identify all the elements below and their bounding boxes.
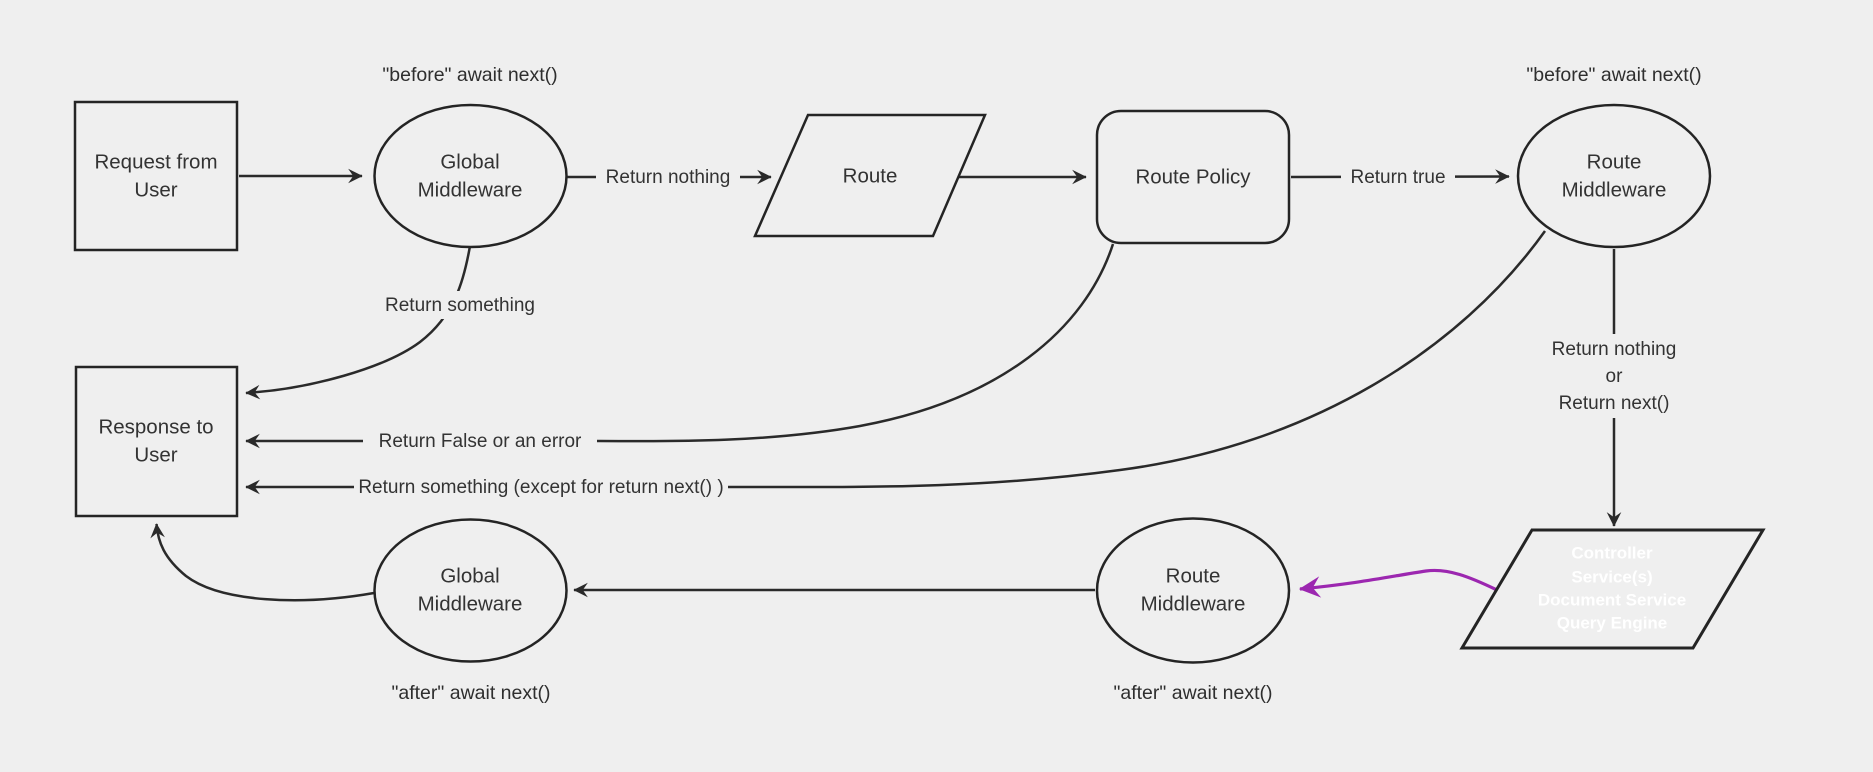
global-middleware-bottom-ellipse bbox=[373, 518, 568, 663]
controller-services-label-line3: Document Service bbox=[1538, 590, 1686, 609]
annotation-before-await-right: "before" await next() bbox=[1526, 64, 1701, 86]
route-middleware-top-label-line2: Middleware bbox=[1562, 178, 1667, 201]
edge-label-return-something-except: Return something (except for return next… bbox=[358, 477, 723, 498]
annotation-after-await-right: "after" await next() bbox=[1113, 682, 1272, 704]
controller-services-label-line1: Controller bbox=[1571, 543, 1653, 562]
route-middleware-top-label-line1: Route bbox=[1587, 150, 1642, 173]
route-middleware-top-ellipse bbox=[1516, 103, 1712, 249]
edge-label-return-nothing-or-line2: or bbox=[1606, 366, 1624, 387]
global-middleware-top-ellipse bbox=[373, 103, 568, 249]
route-middleware-bottom-label-line1: Route bbox=[1166, 564, 1221, 587]
label-bg-return-true bbox=[1341, 163, 1455, 191]
controller-services-label-line2: Service(s) bbox=[1571, 567, 1652, 586]
edge-label-return-something: Return something bbox=[385, 295, 535, 316]
label-bg-return-something bbox=[376, 291, 544, 319]
global-middleware-bottom-label-line2: Middleware bbox=[418, 592, 523, 615]
response-to-user-label-line2: User bbox=[134, 443, 177, 466]
route-node: Route bbox=[753, 113, 987, 238]
controller-services-label-line4: Query Engine bbox=[1557, 613, 1668, 632]
response-to-user-box bbox=[74, 365, 239, 518]
edge-route-policy-to-response bbox=[245, 243, 1115, 449]
route-parallelogram bbox=[753, 113, 987, 238]
global-middleware-bottom-node: Global Middleware bbox=[373, 518, 568, 663]
edge-label-return-nothing-or-line3: Return next() bbox=[1559, 393, 1670, 414]
route-middleware-bottom-label-line2: Middleware bbox=[1141, 592, 1246, 615]
edge-global-middleware-to-response bbox=[245, 245, 472, 400]
global-middleware-bottom-label-line1: Global bbox=[440, 564, 499, 587]
edge-label-return-true: Return true bbox=[1350, 167, 1445, 188]
request-from-user-box bbox=[73, 100, 239, 252]
route-label: Route bbox=[843, 164, 898, 187]
edge-controller-to-route-middleware-bottom bbox=[1298, 568, 1498, 598]
request-from-user-node: Request from User bbox=[73, 100, 239, 252]
route-policy-box bbox=[1095, 109, 1291, 245]
edge-label-return-nothing: Return nothing bbox=[606, 167, 731, 188]
controller-services-node: Controller Service(s) Document Service Q… bbox=[1459, 528, 1766, 650]
global-middleware-top-label-line1: Global bbox=[440, 150, 499, 173]
edge-global-middleware-bottom-to-response bbox=[150, 523, 375, 602]
request-from-user-label-line1: Request from bbox=[94, 150, 217, 173]
annotation-after-await-left: "after" await next() bbox=[391, 682, 550, 704]
edge-label-return-false-or-error: Return False or an error bbox=[379, 431, 582, 452]
label-bg-return-false bbox=[363, 427, 597, 455]
request-from-user-label-line2: User bbox=[134, 178, 177, 201]
annotation-before-await-left: "before" await next() bbox=[382, 64, 557, 86]
global-middleware-top-label-line2: Middleware bbox=[418, 178, 523, 201]
route-middleware-bottom-ellipse bbox=[1095, 517, 1291, 664]
global-middleware-top-node: Global Middleware bbox=[373, 103, 568, 249]
route-policy-label: Route Policy bbox=[1135, 165, 1251, 188]
label-bg-return-something-except bbox=[354, 473, 728, 501]
label-bg-return-nothing-or bbox=[1527, 334, 1701, 418]
response-to-user-label-line1: Response to bbox=[98, 415, 213, 438]
route-policy-node: Route Policy bbox=[1095, 109, 1291, 245]
route-middleware-top-node: Route Middleware bbox=[1516, 103, 1712, 249]
edge-route-middleware-to-response bbox=[245, 230, 1547, 495]
controller-services-parallelogram bbox=[1459, 528, 1766, 650]
route-middleware-bottom-node: Route Middleware bbox=[1095, 517, 1291, 664]
response-to-user-node: Response to User bbox=[74, 365, 239, 518]
label-bg-return-nothing bbox=[596, 163, 740, 191]
edge-label-return-nothing-or-line1: Return nothing bbox=[1552, 339, 1677, 360]
